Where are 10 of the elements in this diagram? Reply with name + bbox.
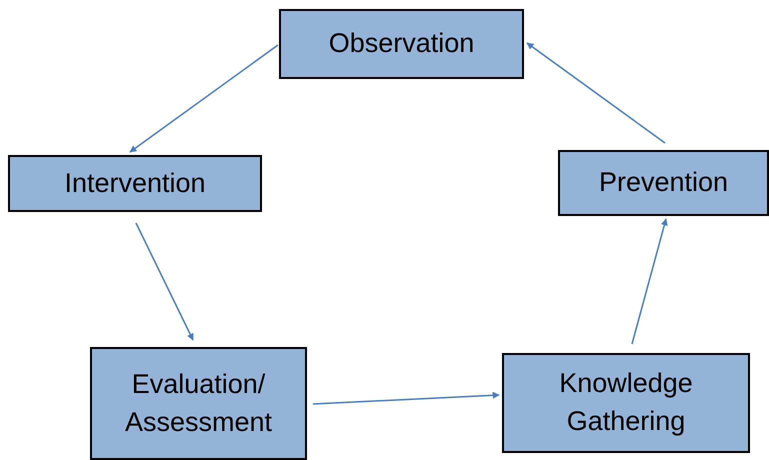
arrow	[526, 42, 666, 144]
process-box: Intervention	[8, 155, 262, 212]
arrow	[312, 392, 500, 405]
process-box: Observation	[279, 9, 524, 79]
process-box: Knowledge Gathering	[502, 353, 750, 453]
arrow	[631, 218, 668, 344]
process-box: Prevention	[558, 150, 769, 216]
process-box: Evaluation/ Assessment	[90, 347, 307, 460]
arrow	[129, 44, 278, 153]
arrow	[135, 222, 194, 341]
